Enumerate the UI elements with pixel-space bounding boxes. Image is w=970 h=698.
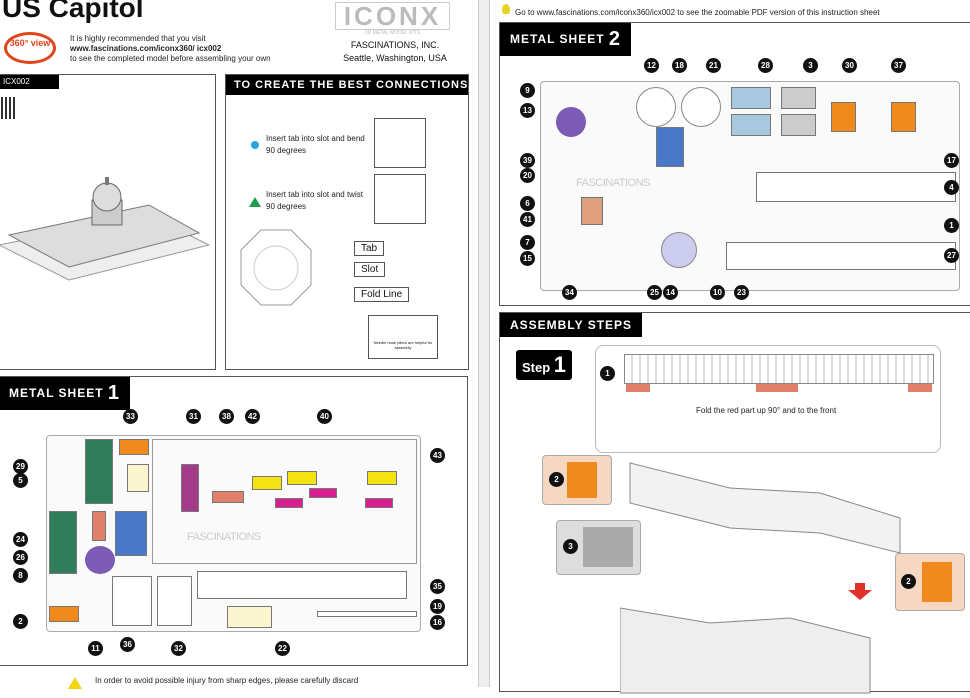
part-callout: 30 xyxy=(842,58,857,73)
view-360-icon: 360° view xyxy=(4,32,56,64)
iconx-logo: ICONX 3D METAL MODEL KITS xyxy=(335,2,450,36)
fold-line-label: Fold Line xyxy=(354,287,410,302)
part-callout: 41 xyxy=(520,212,535,227)
part-callout: 29 xyxy=(13,459,28,474)
part-callout: 1 xyxy=(944,218,959,233)
twist-instruction: Insert tab into slot and twist 90 degree… xyxy=(266,190,363,211)
part-callout: 19 xyxy=(430,599,445,614)
part-callout: 2 xyxy=(13,614,28,629)
part-callout: 38 xyxy=(219,409,234,424)
warning-icon xyxy=(68,677,82,689)
part-callout: 31 xyxy=(186,409,201,424)
part-2-inset: 2 xyxy=(542,455,612,505)
page-divider xyxy=(478,0,490,687)
substep-callout: 1 xyxy=(600,366,615,381)
part-2-inset-right: 2 xyxy=(895,553,965,611)
part-callout: 15 xyxy=(520,251,535,266)
company-name: FASCINATIONS, INC. xyxy=(350,40,440,50)
part-callout: 6 xyxy=(520,196,535,211)
part-callout: 12 xyxy=(644,58,659,73)
part-callout: 32 xyxy=(171,641,186,656)
part-callout: 10 xyxy=(710,285,725,300)
circle-bend-icon xyxy=(251,141,259,149)
part-callout: 25 xyxy=(647,285,662,300)
part-callout: 39 xyxy=(520,153,535,168)
part-callout: 17 xyxy=(944,153,959,168)
sheet-1-watermark: FASCINATIONS xyxy=(187,531,261,543)
warning-text: In order to avoid possible injury from s… xyxy=(95,676,359,685)
facade-strip xyxy=(624,354,934,384)
part-callout: 14 xyxy=(663,285,678,300)
part-callout: 16 xyxy=(430,615,445,630)
part-callout: 23 xyxy=(734,285,749,300)
part-callout: 37 xyxy=(891,58,906,73)
model-panel: ICX002 xyxy=(0,74,216,370)
triangle-twist-icon xyxy=(249,197,261,207)
part-callout: 21 xyxy=(706,58,721,73)
part-callout: 34 xyxy=(562,285,577,300)
tab-label: Tab xyxy=(354,241,385,256)
model-code-tab: ICX002 xyxy=(0,75,59,89)
part-callout: 42 xyxy=(245,409,260,424)
bend-instruction: Insert tab into slot and bend 90 degrees xyxy=(266,134,365,155)
slot-label: Slot xyxy=(354,262,386,277)
step-badge: Step 1 xyxy=(516,350,573,380)
part-callout: 7 xyxy=(520,235,535,250)
metal-sheet-1-title: METAL SHEET 1 xyxy=(0,377,131,410)
assembly-illustration xyxy=(620,462,901,694)
sheet-2-watermark: FASCINATIONS xyxy=(576,177,650,189)
step-1-instruction: Fold the red part up 90° and to the fron… xyxy=(696,406,837,415)
connections-panel: TO CREATE THE BEST CONNECTIONS Insert ta… xyxy=(225,74,469,370)
metal-sheet-1: FASCINATIONS xyxy=(46,435,421,632)
visit-line-1: It is highly recommended that you visit xyxy=(70,34,206,43)
company-location: Seattle, Washington, USA xyxy=(343,53,447,63)
substep-callout: 2 xyxy=(901,574,916,589)
page-title: US Capitol xyxy=(2,0,144,23)
qr-code-icon[interactable] xyxy=(1,97,17,119)
visit-url[interactable]: www.fascinations.com/iconx360/ icx002 xyxy=(70,44,222,53)
part-callout: 27 xyxy=(944,248,959,263)
tip-text[interactable]: Go to www.fascinations.com/iconx360/icx0… xyxy=(515,8,880,17)
metal-sheet-2: FASCINATIONS xyxy=(540,81,960,291)
part-callout: 9 xyxy=(520,83,535,98)
bend-diagram xyxy=(374,118,426,168)
substep-callout: 2 xyxy=(549,472,564,487)
octagon-diagram xyxy=(240,229,312,306)
visit-line-3: to see the completed model before assemb… xyxy=(70,54,271,63)
part-callout: 20 xyxy=(520,168,535,183)
connections-title: TO CREATE THE BEST CONNECTIONS xyxy=(226,75,468,95)
part-callout: 5 xyxy=(13,473,28,488)
part-callout: 18 xyxy=(672,58,687,73)
substep-callout: 3 xyxy=(563,539,578,554)
part-callout: 13 xyxy=(520,103,535,118)
part-callout: 24 xyxy=(13,532,28,547)
part-callout: 33 xyxy=(123,409,138,424)
capitol-model-image xyxy=(0,177,211,281)
view-360-label: 360° view xyxy=(9,38,51,48)
part-callout: 11 xyxy=(88,641,103,656)
assembly-panel: ASSEMBLY STEPS Step 1 1 Fold the red par… xyxy=(499,312,970,694)
twist-diagram xyxy=(374,174,426,224)
part-callout: 4 xyxy=(944,180,959,195)
part-callout: 3 xyxy=(803,58,818,73)
part-callout: 35 xyxy=(430,579,445,594)
part-3-inset: 3 xyxy=(556,520,641,575)
part-callout: 43 xyxy=(430,448,445,463)
part-callout: 22 xyxy=(275,641,290,656)
metal-sheet-1-panel: METAL SHEET 1 FASCINATIONS 33 31 38 42 4… xyxy=(0,376,468,666)
assembly-title: ASSEMBLY STEPS xyxy=(500,313,643,337)
part-callout: 40 xyxy=(317,409,332,424)
part-callout: 36 xyxy=(120,637,135,652)
pliers-box: Needle nose pliers are helpful for assem… xyxy=(368,315,438,359)
part-callout: 26 xyxy=(13,550,28,565)
metal-sheet-2-panel: METAL SHEET 2 FASCINATIONS 12 18 21 28 3… xyxy=(499,22,970,306)
part-callout: 28 xyxy=(758,58,773,73)
step-1-detail: 1 Fold the red part up 90° and to the fr… xyxy=(595,345,941,453)
metal-sheet-2-title: METAL SHEET 2 xyxy=(500,23,632,56)
part-callout: 8 xyxy=(13,568,28,583)
lightbulb-icon xyxy=(502,4,510,14)
